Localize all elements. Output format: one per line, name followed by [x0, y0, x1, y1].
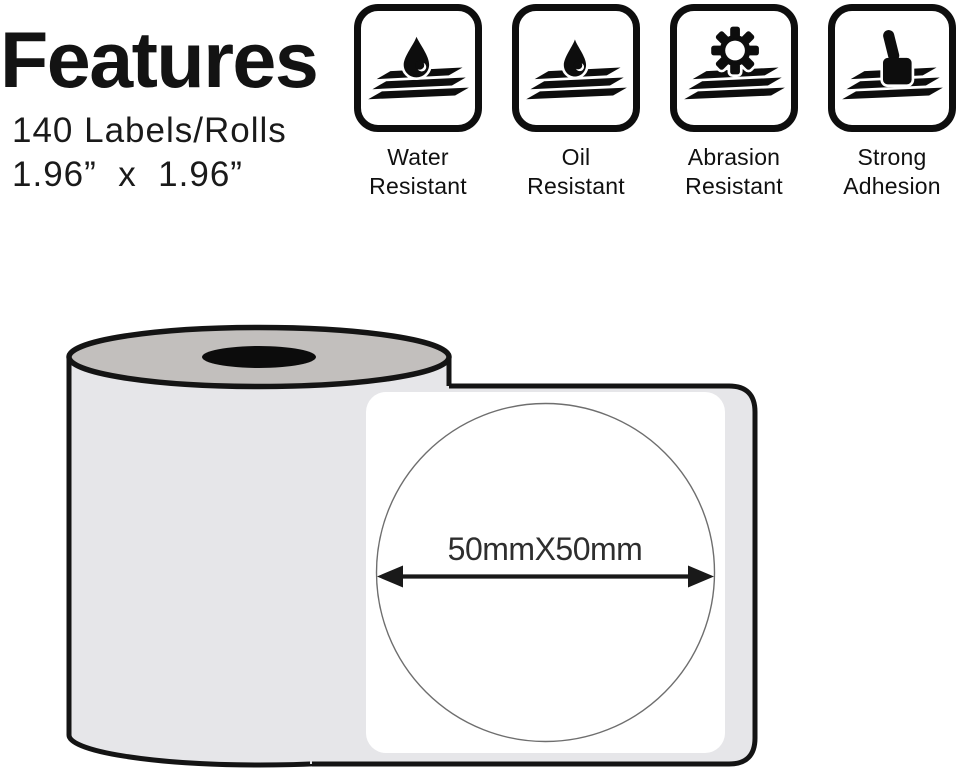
feature-strong-adhesion: Strong Adhesion [828, 4, 956, 201]
icon-box [512, 4, 640, 132]
droplet [561, 29, 589, 80]
feature-label: Water Resistant [369, 144, 467, 200]
icon-box [354, 4, 482, 132]
oil-drop-layers-icon [526, 29, 627, 100]
water-drop-layers-icon [368, 28, 469, 100]
feature-label: Abrasion Resistant [685, 144, 783, 200]
labels-per-roll-text: 140 Labels/Rolls [12, 111, 287, 150]
droplet [401, 28, 432, 80]
feature-label: Oil Resistant [527, 144, 625, 200]
icon-box [828, 4, 956, 132]
label-sheet-border [312, 383, 758, 767]
feature-label: Strong Adhesion [843, 144, 941, 200]
roll-core-hole [202, 346, 316, 368]
icon-box [670, 4, 798, 132]
feature-abrasion-resistant: Abrasion Resistant [670, 4, 798, 201]
feature-water-resistant: Water Resistant [354, 4, 482, 201]
dimension-arrow [377, 565, 714, 588]
dimension-label: 50mmX50mm [448, 531, 643, 567]
thumbs-up-layers-icon [842, 27, 943, 100]
feature-list: Water Resistant [354, 4, 956, 201]
gear-layers-icon [684, 24, 785, 100]
gear [708, 24, 762, 78]
die-cut-circle [375, 402, 716, 743]
label-size-text: 1.96” x 1.96” [12, 155, 243, 194]
page-title: Features [0, 15, 319, 104]
feature-oil-resistant: Oil Resistant [512, 4, 640, 201]
thumb-hand [880, 27, 915, 88]
